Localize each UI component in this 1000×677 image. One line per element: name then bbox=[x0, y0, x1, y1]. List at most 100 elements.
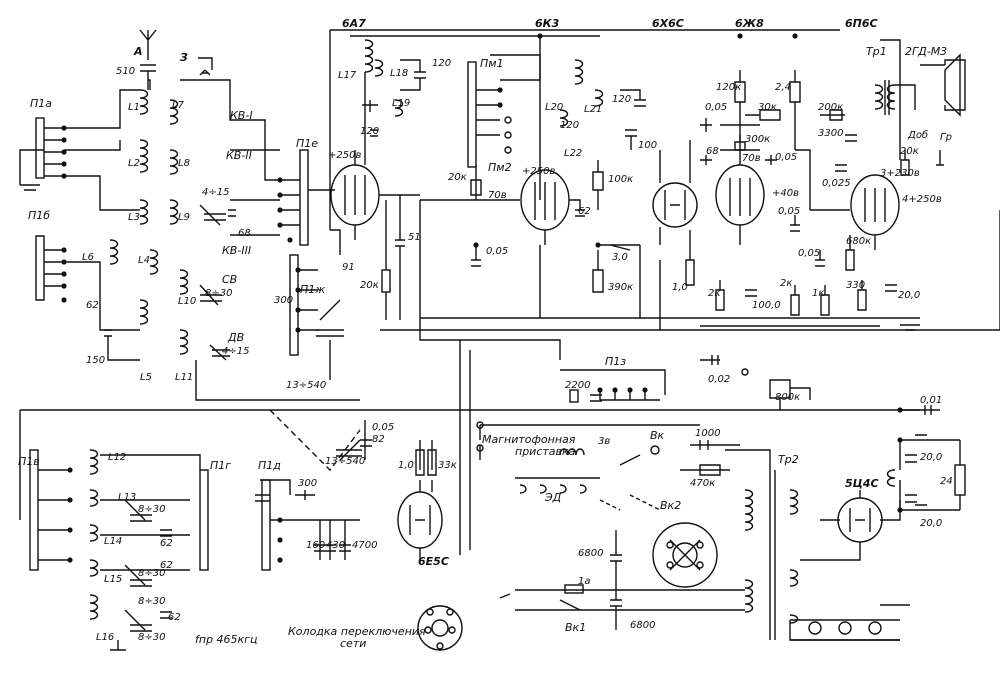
ground-label: З bbox=[180, 51, 188, 64]
value-label: 62 bbox=[168, 612, 181, 623]
value-label: 680к bbox=[846, 236, 872, 247]
value-label: 100,0 bbox=[752, 300, 781, 311]
value-label: 4+250в bbox=[902, 194, 942, 205]
coil-l10: L10 bbox=[178, 296, 197, 307]
switch-p1b: П1б bbox=[28, 209, 51, 222]
value-label: 0,05 bbox=[705, 102, 728, 113]
value-label: 20к bbox=[448, 172, 467, 183]
value-label: 4700 bbox=[352, 540, 378, 551]
value-label: 160 bbox=[306, 540, 326, 551]
value-label: 200к bbox=[818, 102, 844, 113]
value-label: 0,05 bbox=[798, 248, 821, 259]
value-label: 100 bbox=[638, 140, 658, 151]
value-label: 1а bbox=[578, 576, 591, 587]
coil-l11: L11 bbox=[175, 372, 194, 383]
value-label: 330 bbox=[846, 280, 866, 291]
value-label: 0,05 bbox=[778, 206, 801, 217]
value-label: 68 bbox=[706, 146, 719, 157]
value-label: 300 bbox=[298, 478, 318, 489]
value-label: 20,0 bbox=[898, 290, 921, 301]
value-label: 70в bbox=[488, 190, 507, 201]
value-label: 0,01 bbox=[920, 395, 943, 406]
value-label: 300к bbox=[745, 134, 771, 145]
coil-l3: L3 bbox=[128, 212, 140, 223]
value-label: 24 bbox=[940, 476, 953, 487]
switch-p1a: П1а bbox=[30, 97, 53, 110]
tape-caption-2: приставка bbox=[515, 445, 576, 458]
value-label: 13÷540 bbox=[286, 380, 327, 391]
value-label: 8÷30 bbox=[138, 568, 166, 579]
coil-l9: L9 bbox=[178, 212, 190, 223]
switch-pm1: Пм1 bbox=[480, 57, 504, 70]
value-label: 8÷30 bbox=[205, 288, 233, 299]
value-label: 4÷15 bbox=[222, 346, 250, 357]
value-label: 800к bbox=[775, 392, 801, 403]
value-label: 430 bbox=[326, 540, 346, 551]
switch-vk1: Вк1 bbox=[565, 621, 587, 634]
coil-l16: L16 bbox=[96, 632, 115, 643]
coil-l8: L8 bbox=[178, 158, 190, 169]
value-label: 2,4 bbox=[775, 82, 791, 93]
value-label: 33к bbox=[438, 460, 457, 471]
value-label: 91 bbox=[342, 262, 355, 273]
value-label: 51 bbox=[408, 232, 421, 243]
value-label: 20к bbox=[360, 280, 379, 291]
tube-6a7-label: 6А7 bbox=[342, 17, 366, 30]
value-label: 6800 bbox=[578, 548, 604, 559]
coil-l17: L17 bbox=[338, 70, 357, 81]
tube-6x6c-label: 6Х6С bbox=[652, 17, 684, 30]
value-label: 1к bbox=[812, 288, 825, 299]
value-label: 68 bbox=[238, 228, 251, 239]
value-label: 1,0 bbox=[398, 460, 414, 471]
switch-p1e: П1е bbox=[296, 137, 319, 150]
value-label: 120к bbox=[716, 82, 742, 93]
value-label: ЭД bbox=[545, 491, 562, 504]
value-label: Доб bbox=[908, 130, 929, 141]
value-label: 1,0 bbox=[672, 282, 688, 293]
coil-l22: L22 bbox=[564, 148, 583, 159]
coil-l1: L1 bbox=[128, 102, 140, 113]
coil-l15: L15 bbox=[104, 574, 123, 585]
coil-l21: L21 bbox=[584, 104, 603, 115]
socket-caption-2: сети bbox=[340, 637, 367, 650]
value-label: 0,05 bbox=[372, 422, 395, 433]
value-label: 62 bbox=[86, 300, 99, 311]
coil-l6: L6 bbox=[82, 252, 94, 263]
coil-l20: L20 bbox=[545, 102, 564, 113]
band-kv3: КВ-III bbox=[222, 244, 252, 257]
value-label: 62 bbox=[160, 560, 173, 571]
band-kv2: КВ-II bbox=[226, 149, 252, 162]
coil-l12: L12 bbox=[108, 452, 127, 463]
value-label: 3,0 bbox=[612, 252, 628, 263]
tube-6p6c-label: 6П6С bbox=[845, 17, 878, 30]
coil-l5: L5 bbox=[140, 372, 152, 383]
value-label: 120 bbox=[360, 126, 380, 137]
band-kv1: КВ-I bbox=[230, 109, 253, 122]
switch-p1d: П1д bbox=[258, 459, 281, 472]
value-label: 62 bbox=[578, 206, 591, 217]
value-label: Тр1 bbox=[866, 45, 887, 58]
value-label: 70в bbox=[742, 153, 761, 164]
antenna-a-label: А bbox=[134, 45, 143, 58]
value-label: 300 bbox=[274, 295, 294, 306]
tube-5c4c-label: 5Ц4С bbox=[845, 477, 879, 490]
value-label: 120 bbox=[560, 120, 580, 131]
value-label: 6800 bbox=[630, 620, 656, 631]
value-label: +250в bbox=[522, 166, 556, 177]
value-label: +40в bbox=[772, 188, 799, 199]
value-label: 20к bbox=[900, 146, 919, 157]
switch-vk2: Вк2 bbox=[660, 499, 682, 512]
value-label: 2к bbox=[708, 288, 721, 299]
if-frequency-caption: fпр 465кгц bbox=[195, 633, 258, 646]
value-label: 0,02 bbox=[708, 374, 731, 385]
antenna-cap-label: 510 bbox=[116, 66, 136, 77]
value-label: 3300 bbox=[818, 128, 844, 139]
switch-vk: Вк bbox=[650, 429, 665, 442]
value-label: 8÷30 bbox=[138, 504, 166, 515]
value-label: 82 bbox=[372, 434, 385, 445]
value-label: 0,05 bbox=[775, 152, 798, 163]
socket-caption: Колодка переключения bbox=[288, 625, 426, 638]
switch-p1g: П1г bbox=[210, 459, 232, 472]
tape-caption: Магнитофонная bbox=[482, 433, 576, 446]
switch-p1z: П1з bbox=[605, 355, 627, 368]
